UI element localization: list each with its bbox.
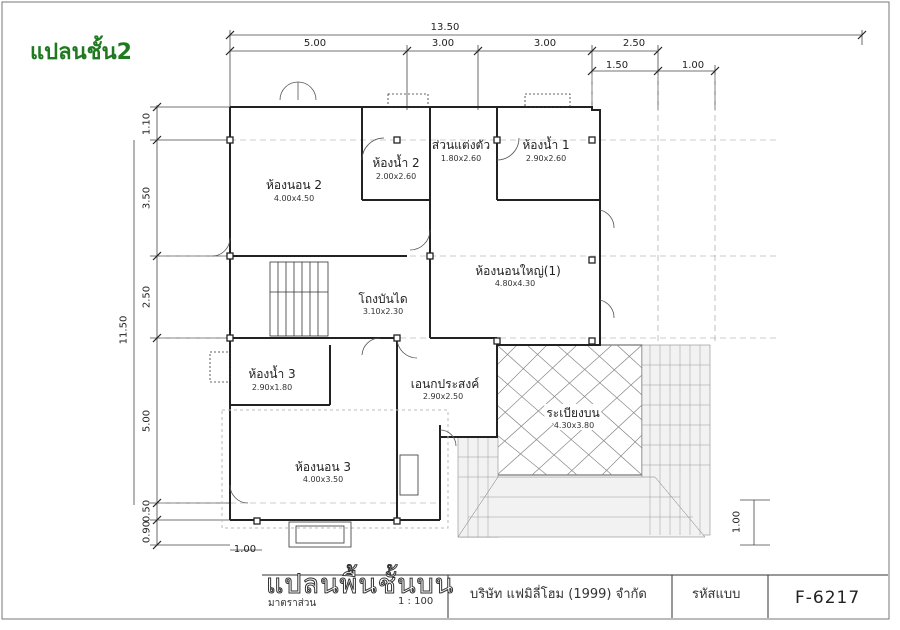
room-dressing-size: 1.80x2.60 [440, 154, 482, 163]
room-bathroom-2-size: 2.00x2.60 [375, 172, 417, 181]
dim-left-overall: 11.50 [118, 315, 130, 345]
room-upper-balcony-size: 4.30x3.80 [553, 421, 595, 430]
dim-left-segment-5: 0.50 [141, 499, 153, 523]
room-master-bedroom-name: ห้องนอนใหญ่(1) [475, 264, 561, 278]
room-bedroom-3-name: ห้องนอน 3 [294, 460, 352, 474]
windows [209, 93, 571, 548]
dim-left-segment-4: 5.00 [141, 409, 153, 433]
dim-left-segment-2: 3.50 [141, 186, 153, 210]
columns [226, 136, 596, 525]
roof-tiles [457, 344, 711, 538]
plan-code-value: F-6217 [795, 588, 861, 608]
dim-top-segment-3: 3.00 [533, 38, 557, 49]
room-master-bedroom-size: 4.80x4.30 [494, 279, 536, 288]
room-bathroom-3-size: 2.90x1.80 [251, 383, 293, 392]
dim-left-segment-6: 0.90 [141, 520, 153, 544]
dim-top-sub-1: 1.50 [605, 60, 629, 71]
room-bathroom-1-size: 2.90x2.60 [525, 154, 567, 163]
room-bathroom-2-name: ห้องน้ำ 2 [372, 156, 420, 170]
roof-tile-lines [457, 345, 710, 538]
room-bathroom-1-name: ห้องน้ำ 1 [522, 138, 570, 152]
room-multipurpose-size: 2.90x2.50 [422, 392, 464, 401]
room-bathroom-3-name: ห้องน้ำ 3 [248, 367, 296, 381]
scale-label: มาตราส่วน [268, 598, 317, 609]
dim-top-sub-2: 1.00 [681, 60, 705, 71]
scale-value: 1 : 100 [398, 596, 434, 607]
room-bedroom-2-name: ห้องนอน 2 [265, 178, 323, 192]
staircase [269, 261, 329, 337]
room-bedroom-3-size: 4.00x3.50 [302, 475, 344, 484]
room-dressing-name: ส่วนแต่งตัว [431, 138, 491, 152]
room-multipurpose-name: เอนกประสงค์ [410, 377, 480, 391]
dimension-ticks [152, 30, 867, 550]
dim-right-bottom: 1.00 [731, 510, 743, 534]
sheet-title: แปลนพื้นชั้นบน [265, 569, 455, 601]
room-upper-balcony-name: ระเบียงบน [544, 404, 602, 423]
dim-top-segment-4: 2.50 [622, 38, 646, 49]
title-block-frame [262, 574, 888, 618]
plan-code-caption: รหัสแบบ [692, 587, 741, 602]
door-swings [211, 81, 615, 504]
dim-left-segment-1: 1.10 [141, 112, 153, 136]
sheet-border [1, 1, 890, 620]
company-name: บริษัท แฟมิลี่โฮม (1999) จำกัด [470, 587, 647, 602]
room-bedroom-2-size: 4.00x4.50 [273, 194, 315, 203]
dim-left-segment-3: 2.50 [141, 285, 153, 309]
room-stair-hall-size: 3.10x2.30 [362, 307, 404, 316]
dim-top-segment-1: 5.00 [303, 38, 327, 49]
walls [221, 106, 601, 529]
room-stair-hall-name: โถงบันได [358, 292, 408, 306]
plan-corner-label: แปลนชั้น2 [30, 40, 132, 65]
dim-top-segment-2: 3.00 [431, 38, 455, 49]
dim-top-overall: 13.50 [430, 22, 460, 33]
dim-bottom-left: 1.00 [233, 544, 257, 555]
